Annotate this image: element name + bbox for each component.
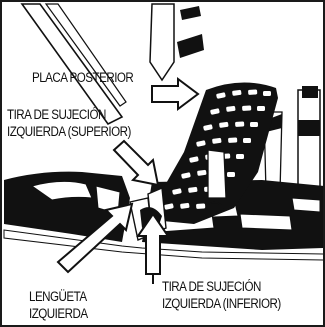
left-upper-strap	[20, 3, 127, 126]
top-center-strap	[149, 3, 204, 82]
arrow-placa-posterior	[151, 77, 200, 111]
label-placa-posterior: PLACA POSTERIOR	[32, 69, 134, 86]
label-placa-posterior-text: PLACA POSTERIOR	[32, 70, 134, 85]
label-lengueta-line2: IZQUIERDA	[29, 306, 88, 321]
label-tira-superior-line2: IZQUIERDA (SUPERIOR)	[7, 124, 131, 139]
label-tira-inferior-line1: TIRA DE SUJECIÓN	[162, 279, 261, 294]
label-lengueta: LENGÜETA IZQUIERDA	[29, 288, 88, 322]
arrow-lengueta	[56, 202, 134, 274]
label-tira-inferior: TIRA DE SUJECIÓN IZQUIERDA (INFERIOR)	[162, 278, 281, 312]
label-tira-superior-line1: TIRA DE SUJECIÓN	[7, 107, 106, 122]
arrow-tira-superior	[112, 139, 160, 187]
hook-right	[205, 149, 227, 209]
label-tira-superior: TIRA DE SUJECIÓN IZQUIERDA (SUPERIOR)	[7, 106, 131, 140]
label-lengueta-line1: LENGÜETA	[29, 289, 87, 304]
arrow-tira-inferior	[136, 212, 170, 275]
label-tira-inferior-line2: IZQUIERDA (INFERIOR)	[162, 296, 281, 311]
